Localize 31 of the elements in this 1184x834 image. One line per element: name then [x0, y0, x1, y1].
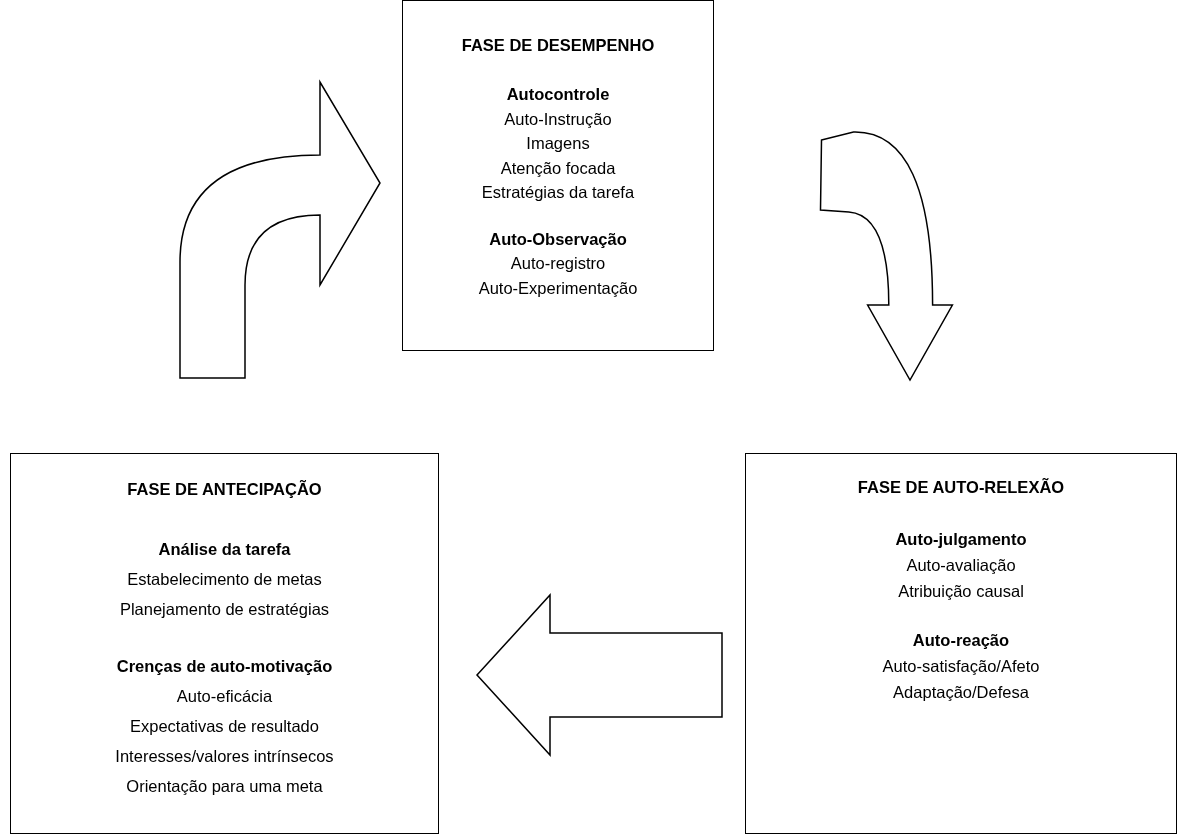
phase-title: FASE DE DESEMPENHO	[461, 35, 655, 56]
item-text: Orientação para uma meta	[126, 776, 323, 797]
item-text: Imagens	[526, 133, 590, 154]
item-text: Auto-eficácia	[176, 686, 273, 707]
item-text: Expectativas de resultado	[130, 716, 319, 737]
item-text: Estabelecimento de metas	[127, 569, 322, 590]
item-text: Auto-registro	[510, 253, 606, 275]
item-text: Adaptação/Defesa	[893, 682, 1029, 704]
phase-box	[402, 0, 714, 351]
item-text: Atenção focada	[500, 157, 616, 179]
section-heading: Análise da tarefa	[158, 539, 291, 560]
section-heading: Auto-reação	[912, 630, 1010, 652]
block-arrow	[476, 593, 723, 757]
item-text: Planejamento de estratégias	[119, 599, 330, 620]
item-text: Auto-avaliação	[906, 555, 1016, 576]
section-heading: Auto-julgamento	[895, 529, 1027, 550]
block-arrow	[179, 81, 381, 379]
item-text: Auto-satisfação/Afeto	[882, 656, 1040, 678]
section-heading: Autocontrole	[506, 84, 610, 105]
section-heading: Auto-Observação	[489, 228, 627, 250]
phase-title: FASE DE ANTECIPAÇÃO	[127, 479, 322, 500]
item-text: Auto-Experimentação	[478, 277, 638, 299]
phase-box	[10, 453, 439, 834]
phase-box	[745, 453, 1177, 834]
block-arrow	[819, 131, 954, 381]
item-text: Auto-Instrução	[504, 108, 612, 130]
item-text: Interesses/valores intrínsecos	[115, 746, 334, 767]
phase-title: FASE DE AUTO-RELEXÃO	[857, 477, 1065, 498]
item-text: Atribuição causal	[898, 581, 1024, 602]
section-heading: Crenças de auto-motivação	[116, 656, 333, 677]
item-text: Estratégias da tarefa	[481, 182, 635, 203]
